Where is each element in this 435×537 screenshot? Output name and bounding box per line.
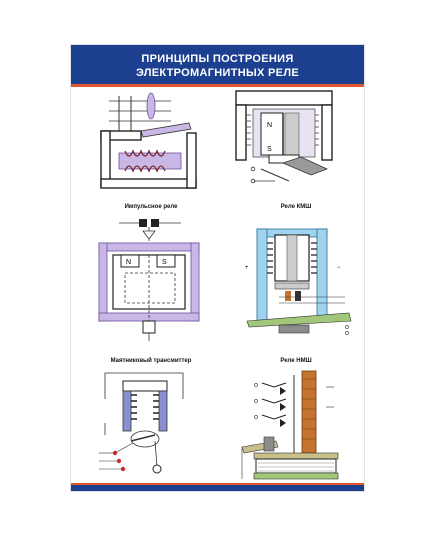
terminal [254,383,258,387]
stack-divider [302,378,316,440]
caption-pendulum-transmitter: Маятниковый трансмиттер [110,358,192,364]
title-banner: ПРИНЦИПЫ ПОСТРОЕНИЯ ЭЛЕКТРОМАГНИТНЫХ РЕЛ… [71,45,364,87]
yoke-side [100,130,111,187]
contact-red [116,458,122,464]
title-line-1: ПРИНЦИПЫ ПОСТРОЕНИЯ [141,53,294,65]
base-block [278,324,310,334]
terminal [254,399,258,403]
pole-n-label: N [267,122,272,129]
yoke-left [256,228,268,322]
coil-winding [124,149,166,157]
base-plate [246,312,352,328]
yoke-bottom [100,178,197,189]
base-plate [253,472,339,480]
pole-n-label: N [126,259,131,266]
terminal [345,325,349,329]
terminal [250,166,256,172]
armature [281,156,329,176]
pole-piece [186,132,197,189]
yoke-right [190,242,200,322]
contact-tip [280,403,286,411]
magnet [260,112,284,156]
poster: ПРИНЦИПЫ ПОСТРОЕНИЯ ЭЛЕКТРОМАГНИТНЫХ РЕЛ… [70,44,365,492]
coil-left [122,390,132,432]
diagram-polar-relay: N S [231,89,351,189]
yoke-right [316,228,328,322]
pendulum-arm [130,434,156,442]
terminal [345,331,349,335]
pendulum-bob [152,464,162,474]
caption-impulse-relay: Импульсное реле [124,204,178,210]
caption-nmsh-relay: Реле НМШ [280,358,312,364]
yoke-top [253,452,339,460]
contact-springs [261,382,287,420]
diagram-nmsh-relay [236,367,356,482]
pendulum-rod [154,440,158,468]
contact-block [151,219,159,227]
diagram-neutral-relay [91,91,211,196]
caption-kmsh-relay: Реле КМШ [280,204,312,210]
core [284,112,300,156]
footer-bar [71,483,364,491]
pole-s-block [156,254,176,268]
winding-right [315,114,319,146]
armature-hinge [263,436,275,452]
contact-tip [280,419,286,427]
neutral-relay-svg [100,92,197,189]
diagram-impulse-relay: N S [91,213,211,343]
winding-left [131,394,137,420]
winding-right [311,242,317,274]
yoke-right [321,104,333,161]
polar-relay-svg: N S [235,90,333,184]
pendulum-ring [130,430,160,448]
armature [274,282,310,290]
contact-dark [295,291,301,301]
yoke-left [235,104,247,161]
yoke-left [98,242,108,322]
coil-winding [124,165,166,173]
coil-winding [258,462,334,472]
pendulum-transmitter-svg [99,372,184,474]
circuit-wire [104,372,184,399]
title-line-2: ЭЛЕКТРОМАГНИТНЫХ РЕЛЕ [136,67,299,79]
armature-path [124,272,176,304]
contact-wedge [142,230,156,240]
contact-tip [280,387,286,395]
core [286,234,298,282]
contact-stack [301,370,317,454]
nmsh-relay-svg [241,370,339,480]
diagram-pendulum-transmitter [93,369,213,479]
kmsh-relay-svg: + − [245,228,352,335]
winding-left [267,242,273,274]
coil-right [158,390,168,432]
magnet-base [142,320,156,334]
winding-right [153,394,159,420]
terminal-plus-label: + [245,265,249,271]
armature [140,122,192,138]
contact-block [139,219,147,227]
winding-left [247,114,251,146]
pole-s-label: S [162,259,167,266]
contact-lever [260,168,290,182]
yoke-top [235,90,333,106]
contact-red [120,466,126,472]
yoke-top [122,380,168,392]
contact-link [114,442,134,454]
yoke-top [98,242,200,252]
diagram-kmsh-relay: + − [239,213,359,338]
pole-n-block [120,254,140,268]
armature-stem [146,92,156,120]
pole-s-label: S [267,146,272,153]
impulse-relay-svg: N S [98,219,200,341]
contact-orange [285,291,291,301]
terminal [254,415,258,419]
terminal-minus-label: − [337,265,341,271]
